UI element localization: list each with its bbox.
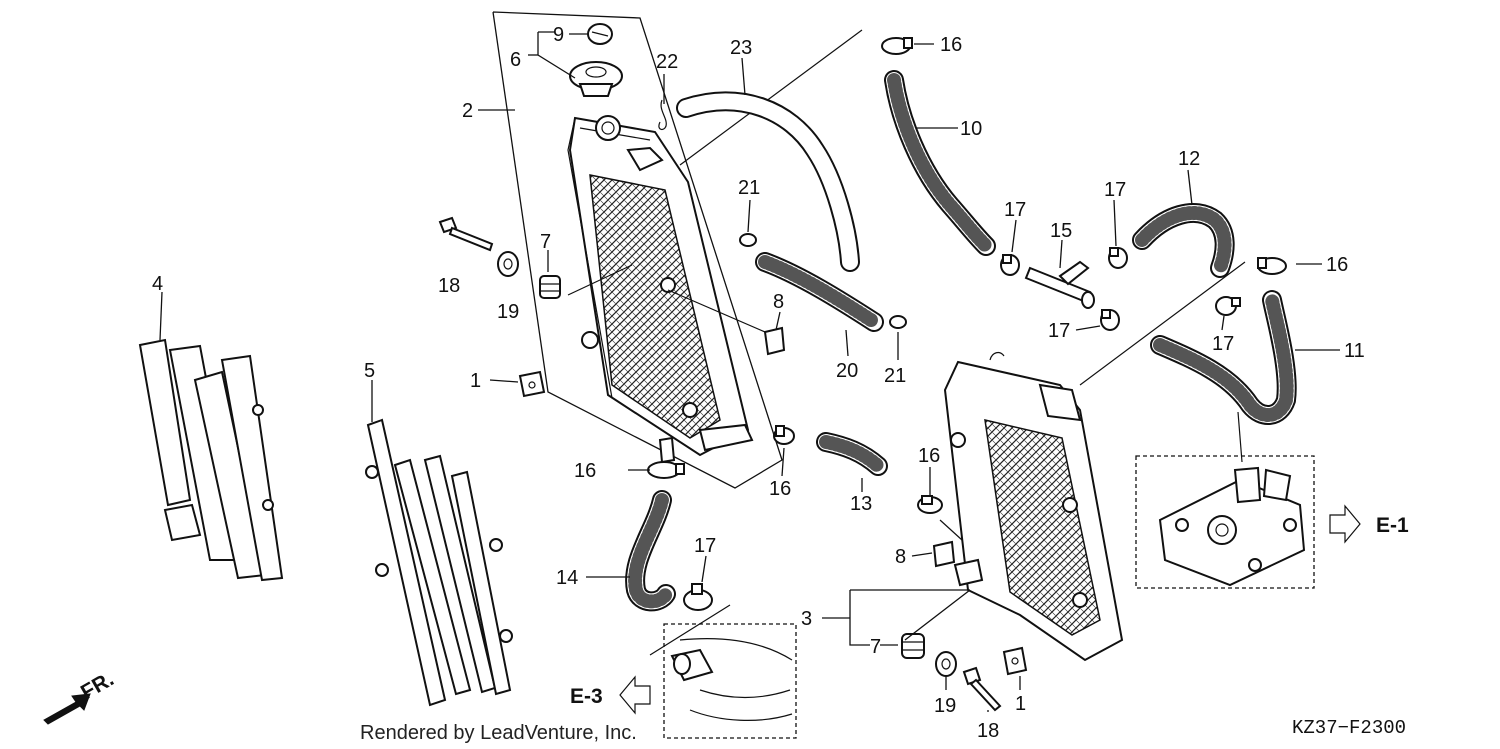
clip-22	[658, 99, 667, 131]
clamp-16-center	[917, 495, 943, 514]
clamp-21-a	[739, 233, 757, 247]
callout-15: 15	[1050, 220, 1072, 242]
credit-text: Rendered by LeadVenture, Inc.	[360, 722, 637, 744]
callout-21-upper: 21	[738, 177, 760, 199]
right-radiator	[939, 261, 1246, 662]
clamp-16-top	[881, 37, 913, 55]
callout-4: 4	[152, 273, 163, 295]
callout-18-left: 18	[438, 275, 460, 297]
callout-16-top: 16	[940, 34, 962, 56]
collar-8-right	[932, 540, 956, 568]
clamp-17-a	[1000, 254, 1020, 276]
ref-e1-label: E-1	[1376, 514, 1409, 537]
clamp-21-b	[889, 315, 907, 329]
callout-8-upper: 8	[773, 291, 784, 313]
callout-18-right: 18	[977, 720, 999, 742]
callout-17-b: 17	[1104, 179, 1126, 201]
callout-16-right: 16	[1326, 254, 1348, 276]
bolt-18-right	[962, 666, 1002, 712]
callout-19-left: 19	[497, 301, 519, 323]
callout-16-mid: 16	[769, 478, 791, 500]
joint-15	[1024, 260, 1095, 309]
diagram-code: KZ37−F2300	[1292, 717, 1406, 739]
hose-10	[884, 70, 996, 256]
callout-17-e: 17	[694, 535, 716, 557]
callout-1-left: 1	[470, 370, 481, 392]
grommet-7-right	[901, 633, 925, 659]
hose-13	[816, 432, 888, 476]
clamp-17-c	[1100, 309, 1120, 331]
clamp-16-right	[1257, 257, 1287, 275]
callout-12: 12	[1178, 148, 1200, 170]
clamp-17-d	[1215, 296, 1241, 316]
hose-14	[625, 490, 676, 612]
arrow-e1-icon	[1329, 504, 1361, 544]
callout-5: 5	[364, 360, 375, 382]
clamp-17-e	[683, 583, 713, 611]
hose-20	[755, 252, 884, 332]
callout-23: 23	[730, 37, 752, 59]
callout-17-a: 17	[1004, 199, 1026, 221]
callout-8-lower: 8	[895, 546, 906, 568]
collar-8-left	[763, 326, 786, 356]
hose-23	[676, 91, 860, 272]
left-radiator	[492, 11, 863, 489]
leader-lines	[159, 31, 1340, 712]
cylinder-head-inset	[1135, 411, 1315, 589]
callout-16-center: 16	[918, 445, 940, 467]
grommet-7-left	[539, 275, 561, 299]
callout-numbers: 2 6 9 22 23 16 10 12 21 17 17 15 16 7 18…	[152, 24, 1365, 742]
callout-7-left: 7	[540, 231, 551, 253]
callout-3: 3	[801, 608, 812, 630]
engine-inset	[649, 604, 797, 739]
callout-19-right: 19	[934, 695, 956, 717]
callout-2: 2	[462, 100, 473, 122]
hose-12	[1132, 202, 1235, 278]
hose-11	[1150, 290, 1297, 425]
nut-1-left	[518, 370, 546, 398]
callout-21-lower: 21	[884, 365, 906, 387]
callout-1-right: 1	[1015, 693, 1026, 715]
shroud-4	[138, 338, 284, 582]
nut-1-right	[1002, 646, 1028, 676]
washer-19-right	[935, 651, 957, 677]
clamp-16-lower-left	[647, 461, 685, 479]
callout-20: 20	[836, 360, 858, 382]
front-direction-icon	[43, 693, 91, 725]
radiator-cap	[569, 61, 623, 97]
callout-17-c: 17	[1048, 320, 1070, 342]
callout-14: 14	[556, 567, 578, 589]
arrow-e3-icon	[619, 675, 651, 715]
clamp-17-b	[1108, 247, 1128, 269]
callout-7-right: 7	[870, 636, 881, 658]
callout-16-lower-left: 16	[574, 460, 596, 482]
ref-e3-label: E-3	[570, 685, 603, 708]
callout-22: 22	[656, 51, 678, 73]
callout-13: 13	[850, 493, 872, 515]
guard-5	[365, 418, 513, 707]
washer-19-left	[497, 251, 519, 277]
callout-11: 11	[1344, 340, 1365, 362]
cap-seal	[587, 23, 613, 45]
bolt-18-left	[438, 216, 494, 252]
callout-9: 9	[553, 24, 564, 46]
clamp-16-mid	[773, 425, 795, 445]
callout-6: 6	[510, 49, 521, 71]
callout-10: 10	[960, 118, 982, 140]
callout-17-d: 17	[1212, 333, 1234, 355]
